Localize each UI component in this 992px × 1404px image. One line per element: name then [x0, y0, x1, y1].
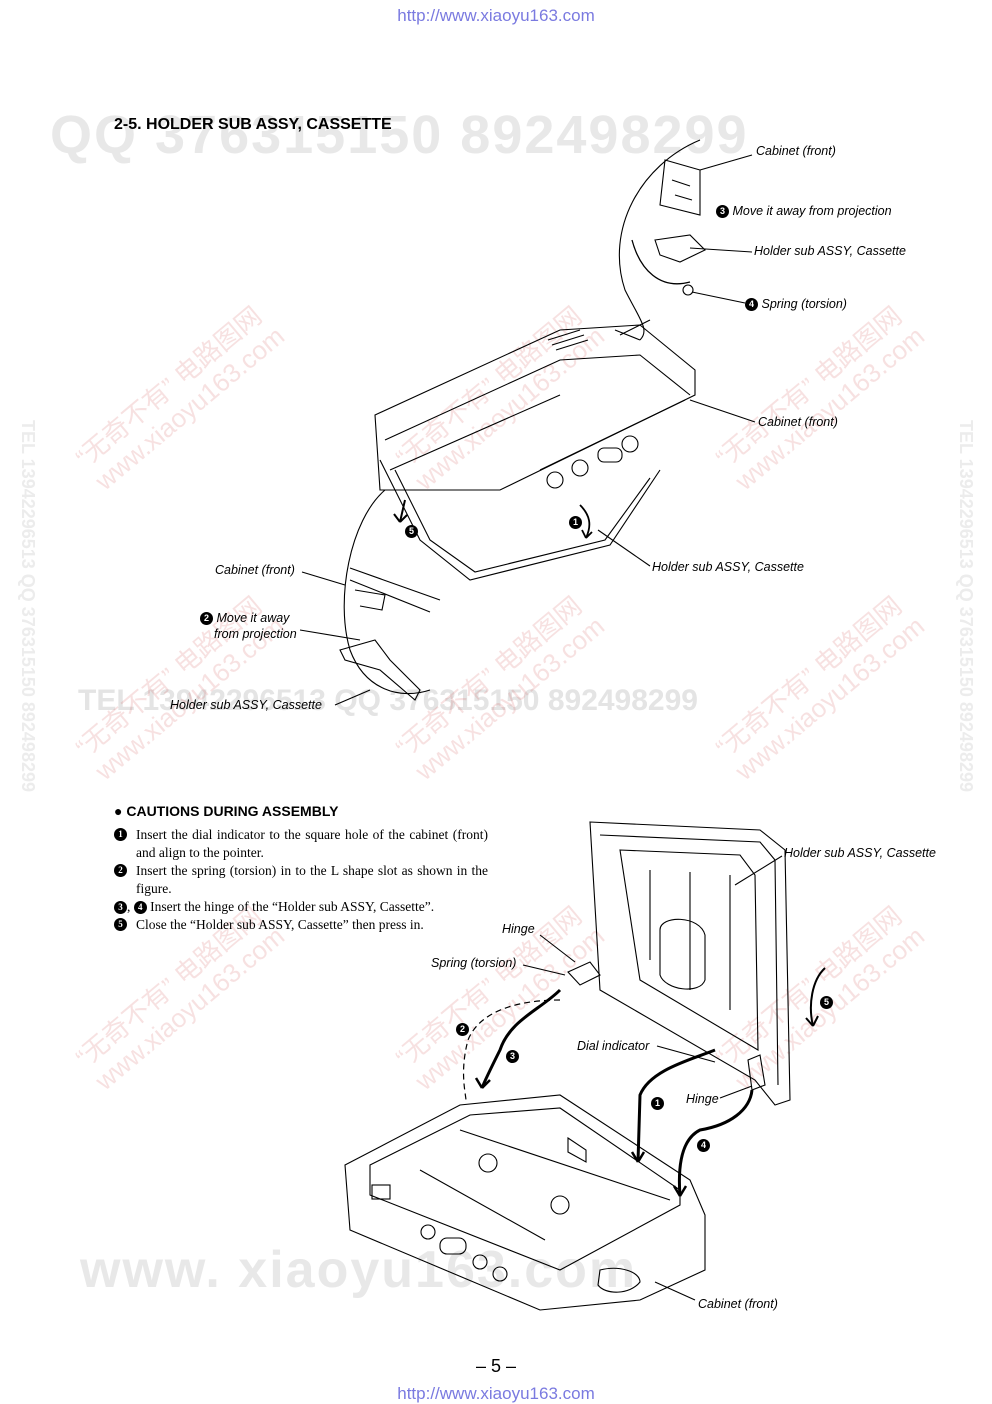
label-step3: 3 Move it away from projection: [716, 204, 892, 218]
label-lower-cabinet-front: Cabinet (front): [698, 1297, 778, 1311]
label-cabinet-front-3: Cabinet (front): [215, 563, 295, 577]
label-step2-line1: Move it away: [216, 611, 290, 625]
label-lower-holder: Holder sub ASSY, Cassette: [784, 846, 936, 860]
magnifier-circle-top: [618, 139, 701, 341]
holder-lid-upper: [379, 459, 661, 581]
watermark-qq-top: QQ 376315150 892498299: [50, 105, 749, 165]
step-4-marker: 4: [745, 298, 758, 311]
magnifier-circle-left: [343, 489, 431, 695]
step-1-marker-lower: 1: [651, 1094, 664, 1112]
step-2-marker: 2: [200, 612, 213, 625]
footer-url[interactable]: http://www.xiaoyu163.com: [397, 1384, 595, 1403]
label-lower-hinge-2: Hinge: [686, 1092, 719, 1106]
step-5-marker-upper: 5: [405, 522, 418, 540]
label-step2-line2: from projection: [214, 627, 297, 641]
step-2-marker-lower: 2: [456, 1020, 469, 1038]
label-step4-text: Spring (torsion): [761, 297, 847, 311]
label-holder-3: Holder sub ASSY, Cassette: [170, 698, 322, 712]
holder-lid-lower: [589, 821, 791, 1106]
step-3-marker-lower: 3: [506, 1047, 519, 1065]
section-title: 2-5. HOLDER SUB ASSY, CASSETTE: [114, 116, 392, 133]
label-lower-hinge-1: Hinge: [502, 922, 535, 936]
step-3-marker: 3: [716, 205, 729, 218]
label-holder-2: Holder sub ASSY, Cassette: [652, 560, 804, 574]
label-holder-1: Holder sub ASSY, Cassette: [754, 244, 906, 258]
label-step3-text: Move it away from projection: [732, 204, 892, 218]
caution-item-3-4: 3, 4 Insert the hinge of the “Holder sub…: [114, 898, 488, 916]
label-lower-spring: Spring (torsion): [431, 956, 517, 970]
label-step2: 2 Move it away: [200, 611, 289, 625]
label-lower-dial: Dial indicator: [577, 1039, 650, 1053]
cautions-heading: ● CAUTIONS DURING ASSEMBLY: [114, 803, 339, 819]
page-number: – 5 –: [475, 1356, 517, 1376]
label-cabinet-front-1: Cabinet (front): [756, 144, 836, 158]
step-5-marker-lower: 5: [820, 993, 833, 1011]
label-cabinet-front-2: Cabinet (front): [758, 415, 838, 429]
cassette-body-upper: [374, 324, 696, 491]
step-4-marker-lower: 4: [697, 1136, 710, 1154]
watermark-www-bottom: www. xiaoyu163.com: [80, 1241, 638, 1299]
header-url[interactable]: http://www.xiaoyu163.com: [397, 6, 595, 25]
step-1-marker-upper: 1: [569, 513, 582, 531]
watermark-tel-mid: TEL 13942296513 QQ 376315150 892498299: [78, 684, 698, 717]
cassette-base-lower: [344, 1094, 706, 1311]
label-step4: 4 Spring (torsion): [745, 297, 847, 311]
